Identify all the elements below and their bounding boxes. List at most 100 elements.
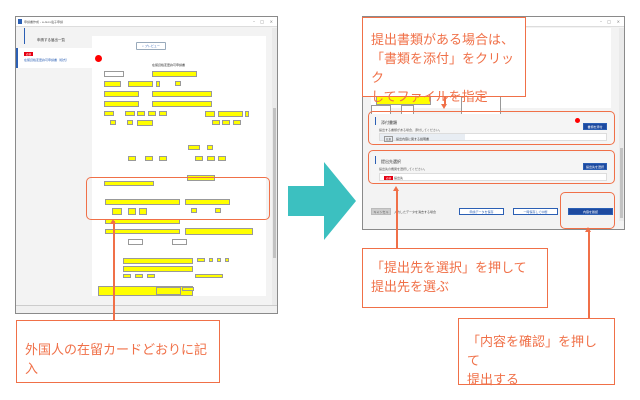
form-field[interactable]: [148, 111, 156, 116]
scrollbar[interactable]: [272, 28, 277, 305]
minimize-icon[interactable]: –: [600, 19, 602, 24]
scrollbar[interactable]: [619, 28, 624, 221]
confirm-content-button[interactable]: 内容を確認: [568, 208, 613, 215]
destination-row[interactable]: 必須 提出先: [379, 173, 607, 181]
form-field[interactable]: [225, 258, 229, 262]
confirm-highlight: [560, 192, 615, 229]
attachment-section: 添付書類 提出する書類がある場合、添付してください。 任意提出内容に関する説明書…: [371, 114, 613, 144]
form-field[interactable]: [105, 229, 180, 234]
form-field[interactable]: [128, 208, 136, 215]
form-field[interactable]: [125, 111, 135, 116]
suspend-button[interactable]: 一時保存して中断: [513, 208, 558, 215]
form-field[interactable]: [128, 156, 136, 161]
form-field[interactable]: [147, 274, 155, 278]
maximize-icon[interactable]: □: [607, 19, 611, 24]
form-field[interactable]: [104, 111, 114, 116]
preview-label: プレビュー: [144, 44, 160, 48]
attachment-row: 任意提出内容に関する説明書: [379, 133, 607, 142]
status-bar: [16, 305, 277, 313]
form-field[interactable]: [139, 208, 147, 215]
form-document: ⌕ プレビュー 在留資格変更許可申請書: [92, 36, 266, 296]
sidebar-item-application[interactable]: 必須 在留資格変更許可申請書（様式）: [16, 48, 92, 68]
select-destination-button[interactable]: 提出先を選択: [583, 163, 607, 170]
destination-label: 提出先: [393, 176, 403, 180]
form-field[interactable]: [127, 120, 133, 125]
form-field[interactable]: [105, 199, 180, 205]
save-data-button[interactable]: 申請データを保存: [459, 208, 504, 215]
form-field[interactable]: [209, 258, 213, 262]
form-field[interactable]: [233, 120, 241, 125]
maximize-icon[interactable]: □: [260, 19, 264, 24]
form-field[interactable]: [104, 181, 154, 186]
form-field[interactable]: [182, 287, 194, 291]
form-field[interactable]: [217, 258, 221, 262]
callout-line: [444, 97, 446, 105]
form-field[interactable]: [245, 111, 249, 117]
click-marker: [575, 118, 580, 123]
callout-line-2: 提出する: [467, 373, 520, 388]
form-field[interactable]: [152, 91, 212, 97]
callout-line-1: 提出書類がある場合は、: [371, 33, 515, 48]
sidebar-item-label[interactable]: 在留資格変更許可申請書（様式）: [24, 58, 70, 62]
cancel-button[interactable]: キャンセル: [371, 208, 391, 215]
form-field[interactable]: [218, 156, 226, 161]
form-field[interactable]: [112, 208, 122, 215]
form-field[interactable]: [215, 208, 221, 213]
form-field[interactable]: [205, 111, 215, 117]
form-field[interactable]: [123, 258, 193, 264]
close-icon[interactable]: ×: [616, 19, 620, 24]
callout-text: 外国人の在留カードどおりに記入: [25, 343, 208, 377]
form-field[interactable]: [195, 156, 203, 161]
form-field[interactable]: [185, 228, 253, 235]
arrow-head-icon: [441, 104, 447, 109]
form-field[interactable]: [98, 286, 193, 296]
form-field[interactable]: [152, 101, 212, 107]
form-field[interactable]: [123, 274, 131, 278]
form-field[interactable]: [128, 81, 153, 87]
form-field[interactable]: [218, 111, 243, 117]
form-field[interactable]: [207, 145, 213, 150]
callout-residence-card: 外国人の在留カードどおりに記入: [16, 320, 220, 383]
form-field[interactable]: [188, 145, 200, 150]
form-field[interactable]: [128, 239, 143, 245]
form-field[interactable]: [207, 156, 215, 161]
form-field[interactable]: [185, 199, 230, 205]
preview-button[interactable]: ⌕ プレビュー: [136, 42, 166, 50]
minimize-icon[interactable]: –: [253, 19, 255, 24]
form-field[interactable]: [110, 120, 116, 125]
form-field[interactable]: [172, 239, 187, 245]
form-field[interactable]: [197, 258, 205, 262]
form-field[interactable]: [145, 156, 153, 161]
form-field[interactable]: [135, 274, 143, 278]
form-field[interactable]: [104, 71, 124, 77]
close-icon[interactable]: ×: [269, 19, 273, 24]
callout-line-1: 「内容を確認」を押して: [467, 335, 598, 369]
form-field[interactable]: [137, 120, 153, 126]
form-field[interactable]: [123, 266, 193, 272]
form-field[interactable]: [187, 175, 215, 181]
form-field[interactable]: [104, 81, 121, 87]
callout-line: [113, 221, 115, 320]
form-field[interactable]: [104, 91, 139, 97]
required-badge: 必須: [24, 52, 34, 56]
form-field[interactable]: [104, 101, 139, 107]
attach-document-button[interactable]: 書類を添付: [583, 123, 607, 130]
callout-line-1: 「提出先を選択」を押して: [371, 261, 527, 276]
form-field[interactable]: [152, 71, 197, 77]
form-field[interactable]: [212, 120, 220, 125]
form-field[interactable]: [159, 111, 167, 116]
form-field[interactable]: [195, 274, 223, 278]
form-field[interactable]: [191, 208, 197, 213]
form-field[interactable]: [159, 156, 167, 161]
form-field[interactable]: [156, 287, 181, 295]
section-description: 提出先の機関を選択してください。: [379, 167, 427, 171]
callout-line-3: してファイルを指定: [371, 90, 488, 105]
arrow-head-icon: [585, 227, 591, 232]
form-field[interactable]: [156, 81, 160, 87]
callout-line: [396, 190, 398, 248]
form-field[interactable]: [137, 111, 145, 116]
arrow-head-icon: [393, 186, 399, 191]
form-field[interactable]: [222, 120, 230, 125]
form-field[interactable]: [175, 81, 181, 86]
destination-highlight: [368, 150, 615, 184]
